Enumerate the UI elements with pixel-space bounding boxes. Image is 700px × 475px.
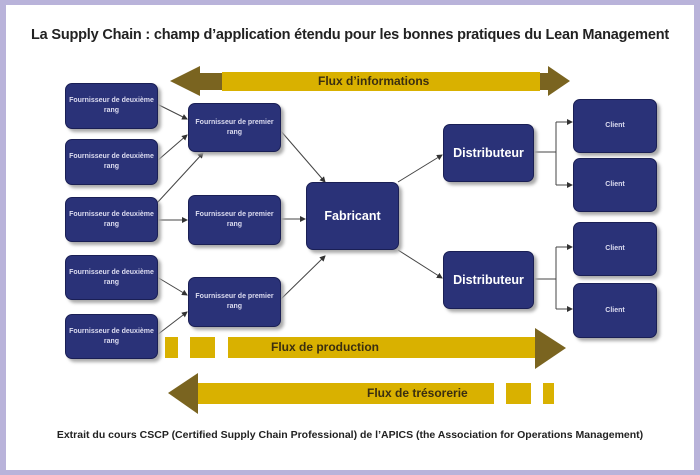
first-tier-supplier-2: Fournisseur de premier rang [188,195,281,245]
treasury-flow-arrow [168,373,554,414]
second-tier-supplier-1: Fournisseur de deuxième rang [65,83,158,129]
diagram-title: La Supply Chain : champ d’application ét… [31,27,669,43]
distributor-2: Distributeur [443,251,534,309]
second-tier-supplier-5: Fournisseur de deuxième rang [65,314,158,359]
information-flow-arrow [170,66,570,96]
production-flow-label: Flux de production [271,340,379,354]
production-flow-arrow [165,328,566,369]
manufacturer-box: Fabricant [306,182,399,250]
second-tier-supplier-3: Fournisseur de deuxième rang [65,197,158,242]
first-tier-supplier-3: Fournisseur de premier rang [188,277,281,327]
connectors [156,103,443,336]
treasury-flow-label: Flux de trésorerie [367,386,468,400]
client-4: Client [573,283,657,338]
distributor-1: Distributeur [443,124,534,182]
second-tier-supplier-2: Fournisseur de deuxième rang [65,139,158,185]
second-tier-supplier-4: Fournisseur de deuxième rang [65,255,158,300]
source-caption: Extrait du cours CSCP (Certified Supply … [56,429,644,441]
client-2: Client [573,158,657,212]
client-3: Client [573,222,657,276]
client-bus [533,122,557,309]
first-tier-supplier-1: Fournisseur de premier rang [188,103,281,152]
information-flow-label: Flux d’informations [318,74,430,88]
client-1: Client [573,99,657,153]
